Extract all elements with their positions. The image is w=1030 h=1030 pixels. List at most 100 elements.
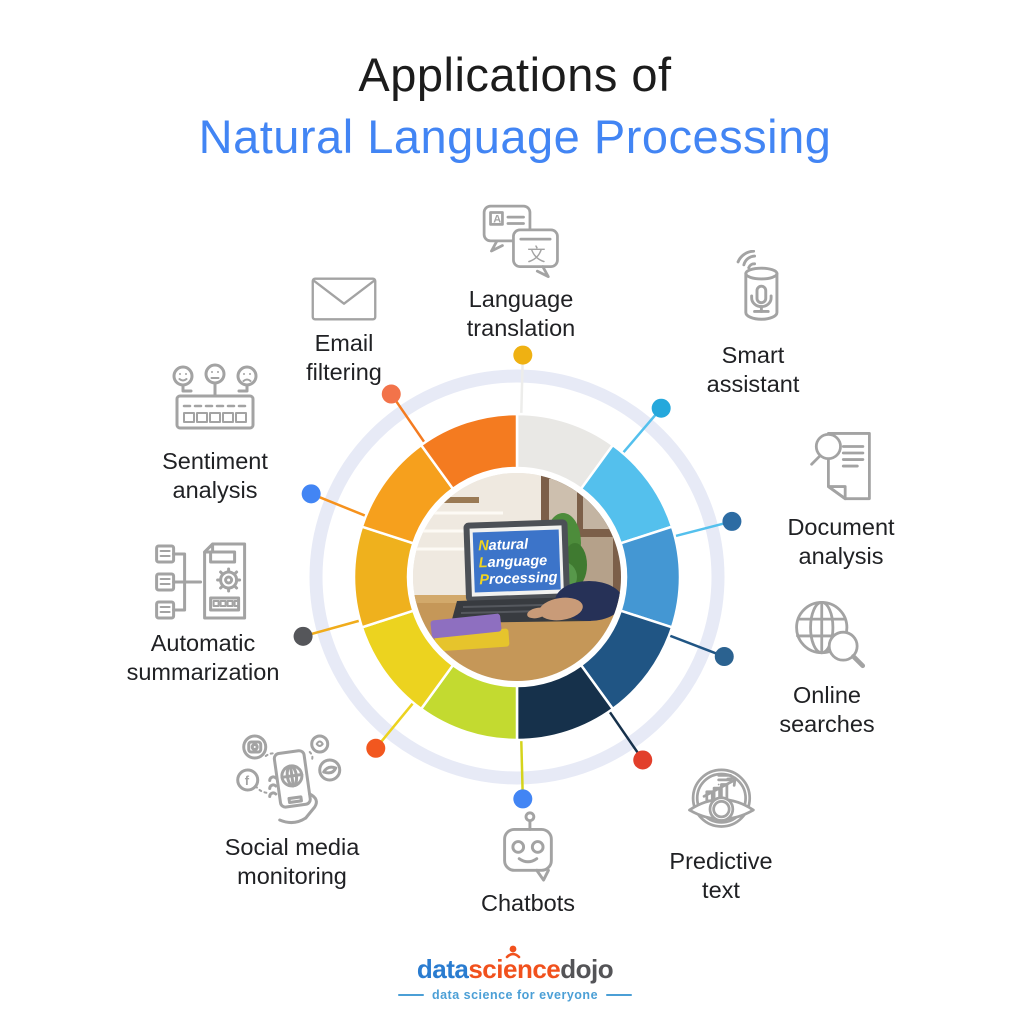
chatbots-icon — [503, 811, 553, 882]
logo-tagline: data science for everyone — [397, 988, 633, 1002]
photo-screen-panel — [472, 529, 561, 593]
label-line: filtering — [306, 358, 382, 385]
dot-chatbots — [513, 789, 533, 809]
label-line: summarization — [126, 658, 280, 685]
dot-social-media-monitoring — [366, 738, 386, 758]
dot-document-analysis — [722, 511, 742, 531]
label-line: Language — [468, 286, 574, 312]
dot-automatic-summarization — [293, 626, 313, 646]
label-line: Automatic — [150, 630, 256, 656]
wheel-segment-9 — [419, 412, 519, 491]
dot-predictive-text — [633, 750, 653, 770]
label-line: Smart — [721, 342, 785, 368]
logo-dojo: dojo — [560, 954, 614, 984]
label-line: Email — [314, 330, 374, 356]
photo-hands — [527, 581, 621, 621]
svg-text:A: A — [494, 214, 502, 226]
label-line: Online — [793, 682, 861, 708]
label-line: monitoring — [237, 862, 347, 889]
connector-line-predictive-text — [606, 707, 644, 761]
email-filtering-icon — [311, 277, 377, 321]
label-line: Document — [787, 514, 895, 540]
svg-text:Language: Language — [478, 553, 547, 571]
label-line: Chatbots — [480, 890, 576, 916]
label-line: text — [702, 876, 740, 903]
connector-line-automatic-summarization — [302, 618, 365, 638]
label-line: searches — [779, 710, 875, 737]
svg-text:Natural: Natural — [478, 537, 529, 555]
connector-line-email-filtering — [390, 393, 428, 447]
logo-science: science — [468, 945, 561, 984]
predictive-text-icon — [687, 768, 755, 828]
page-title: Applications of Natural Language Process… — [0, 44, 1030, 168]
svg-text:文: 文 — [527, 244, 545, 265]
language-translation-icon: A 文 — [482, 204, 560, 279]
callout-label-chatbots: Chatbots — [481, 889, 575, 918]
label-line: assistant — [706, 370, 800, 397]
document-analysis-icon — [809, 432, 871, 501]
wheel-segment-2 — [619, 525, 682, 629]
online-searches-icon — [794, 600, 865, 669]
smart-assistant-icon — [736, 250, 779, 321]
dot-email-filtering — [381, 384, 401, 404]
title-line-2: Natural Language Processing — [198, 110, 832, 164]
connector-line-sentiment-analysis — [310, 492, 371, 519]
connector-line-language-translation — [519, 355, 525, 419]
sentiment-analysis-icon — [172, 363, 258, 430]
photo-notebooks — [430, 613, 510, 652]
tagline-text: data science for everyone — [431, 988, 599, 1002]
automatic-summarization-icon — [155, 542, 247, 620]
label-line: analysis — [172, 476, 258, 503]
label-line: analysis — [798, 542, 884, 569]
svg-text:Processing: Processing — [479, 570, 558, 589]
title-line-1: Applications of — [358, 48, 672, 101]
logo-data: data — [416, 954, 469, 984]
dot-smart-assistant — [651, 398, 671, 418]
connector-line-smart-assistant — [619, 407, 663, 457]
label-line: Sentiment — [162, 448, 268, 474]
outer-halo-ring — [309, 369, 725, 785]
social-media-monitoring-icon: f — [236, 734, 342, 825]
dot-sentiment-analysis — [301, 484, 321, 504]
tagline-dash-left — [397, 994, 424, 996]
logo-person-icon — [506, 945, 521, 959]
svg-text:f: f — [245, 773, 250, 788]
label-line: Predictive — [669, 848, 773, 874]
connector-line-chatbots — [519, 735, 525, 799]
dot-language-translation — [513, 345, 533, 365]
wheel-segment-7 — [352, 525, 415, 629]
label-line: Social media — [224, 834, 360, 860]
label-line: translation — [466, 314, 576, 341]
tagline-dash-right — [606, 994, 633, 996]
connector-line-online-searches — [664, 632, 725, 658]
connector-line-social-media-monitoring — [374, 698, 417, 750]
dot-online-searches — [714, 647, 734, 667]
connector-line-document-analysis — [670, 520, 733, 539]
